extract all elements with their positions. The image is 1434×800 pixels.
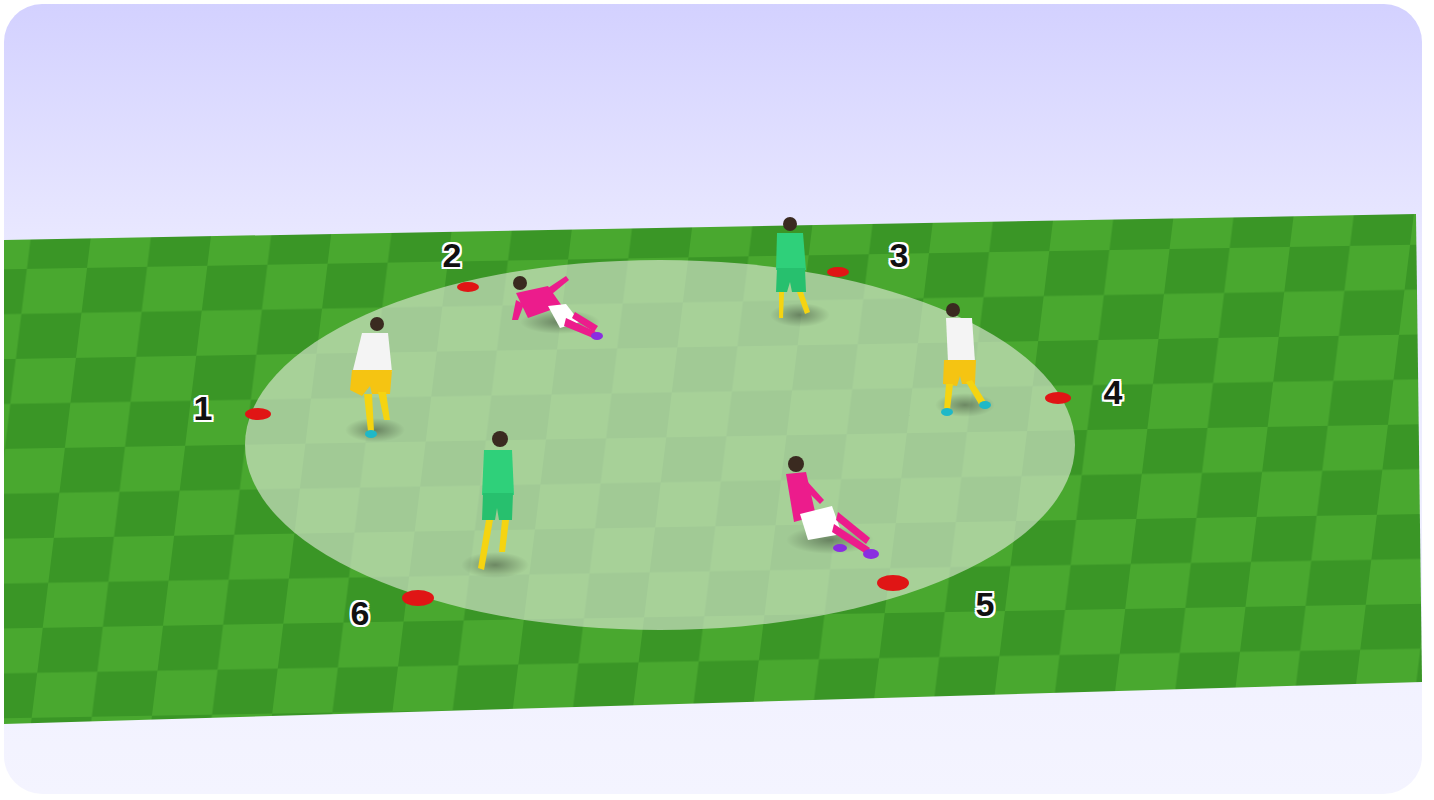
pitch — [4, 214, 1422, 724]
player-pink — [786, 456, 879, 559]
player-pink — [512, 276, 603, 340]
callout-number: 5 — [976, 587, 995, 621]
callout-number: 1 — [194, 391, 213, 425]
circle-area — [245, 260, 1075, 630]
callout-number: 2 — [443, 238, 462, 272]
player-white — [350, 317, 392, 438]
cones — [245, 267, 1071, 606]
player-green — [478, 431, 514, 570]
player-green — [776, 217, 810, 318]
player-white — [941, 303, 991, 416]
frame: 1 2 3 4 5 6 — [4, 4, 1422, 794]
callout-number: 3 — [890, 238, 909, 272]
drill-illustration — [4, 4, 1422, 794]
callout-number: 6 — [351, 596, 370, 630]
callout-number: 4 — [1104, 375, 1123, 409]
